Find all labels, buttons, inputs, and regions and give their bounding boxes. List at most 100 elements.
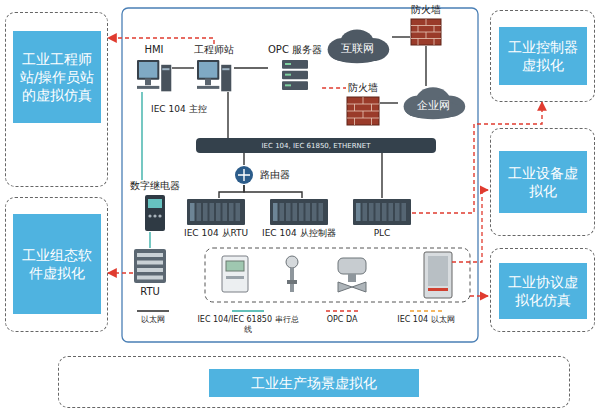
device-label: 路由器	[260, 169, 290, 181]
meter-key	[226, 276, 244, 279]
wall-body	[347, 97, 379, 125]
device-node: 数字继电器	[130, 180, 180, 232]
rack-module	[369, 203, 374, 221]
device-node: PLC	[352, 198, 412, 239]
connector	[172, 67, 194, 68]
meter-body	[222, 256, 248, 292]
label-panel: 工业设备虚拟化	[499, 151, 587, 213]
device-node: 防火墙	[346, 82, 380, 126]
legend-sample	[231, 307, 265, 315]
rtu-icon	[133, 248, 167, 284]
device-label: PLC	[374, 228, 391, 239]
rtu-body	[134, 249, 166, 283]
rack-module	[305, 203, 310, 221]
keyboard	[197, 86, 219, 89]
connector	[219, 185, 244, 198]
legend-item: OPC DA	[314, 307, 370, 325]
tower-slot	[162, 68, 169, 70]
rack-module	[389, 203, 394, 221]
rack-module	[395, 203, 400, 221]
device-label: 防火墙	[411, 4, 441, 16]
field-device-group	[205, 248, 470, 302]
device-node: 路由器	[232, 165, 290, 185]
rack-module	[190, 203, 195, 221]
virtualization-box: 工业组态软件虚拟化	[5, 197, 108, 332]
device-label: HMI	[144, 44, 163, 56]
wall-icon	[410, 18, 442, 46]
legend-label: OPC DA	[327, 315, 358, 325]
relay-screen	[148, 199, 162, 208]
legend-line	[410, 310, 442, 312]
relay-key	[148, 214, 151, 217]
tower-slot	[222, 68, 229, 70]
legend-line	[232, 310, 264, 312]
label-panel: 工业控制器虚拟化	[499, 27, 587, 85]
virtualization-arrow	[470, 295, 488, 296]
keyboard	[137, 86, 159, 89]
device-label: 数字继电器	[130, 180, 180, 192]
rack-module	[376, 203, 381, 221]
rtu-terminal-row	[137, 253, 163, 257]
connector	[244, 185, 302, 198]
rack-module	[210, 203, 215, 221]
brick-joint	[363, 97, 364, 104]
rack-module	[402, 203, 407, 221]
brick-joint	[354, 118, 355, 125]
brick-joint	[371, 104, 372, 111]
brick-joint	[354, 104, 355, 111]
rack-module	[223, 203, 228, 221]
connector	[243, 153, 244, 165]
virtualization-box: 工业控制器虚拟化	[490, 10, 595, 102]
device-node: RTU	[133, 248, 167, 298]
rack-icon	[352, 198, 412, 226]
monitor-stand	[205, 78, 211, 85]
cloud-lobe	[340, 29, 374, 55]
legend-sample	[136, 307, 170, 315]
connector	[149, 232, 150, 248]
box-label: 工业控制器虚拟化	[505, 38, 581, 74]
rack-body	[270, 199, 328, 225]
brick-joint	[434, 39, 435, 46]
box-label: 工业生产场景虚拟化	[251, 374, 377, 392]
virtualization-box: 工业协议虚拟化仿真	[490, 248, 595, 332]
connector	[108, 38, 214, 44]
rack-body	[187, 199, 245, 225]
label-panel: 工业组态软件虚拟化	[13, 214, 101, 314]
cloud-lobe	[416, 87, 450, 111]
wall-body	[411, 19, 441, 45]
legend-item: IEC 104 以太网	[388, 307, 464, 325]
brick-joint	[434, 26, 435, 33]
relay-key	[153, 214, 156, 217]
relay-icon	[144, 194, 166, 232]
connector	[234, 67, 268, 68]
legend-line	[326, 310, 358, 312]
rack-module	[286, 203, 291, 221]
monitor-stand	[145, 78, 151, 85]
legend-line	[137, 310, 169, 312]
virtualization-arrow	[452, 190, 488, 262]
network-cloud: 企业网	[398, 86, 468, 120]
rack-module	[356, 203, 361, 221]
legend-label: 以太网	[141, 315, 165, 325]
legend-sample	[325, 307, 359, 315]
bus-label: IEC 104, IEC 61850, ETHERNET	[262, 142, 371, 150]
rack-module	[273, 203, 278, 221]
monitor	[137, 60, 159, 80]
brick-joint	[363, 111, 364, 118]
cabinet-stripe	[428, 288, 448, 291]
sensor-device	[286, 256, 298, 292]
connector	[380, 102, 398, 103]
rack-module	[318, 203, 323, 221]
box-label: 工业设备虚拟化	[505, 164, 581, 200]
actuator-head	[338, 258, 366, 274]
rack-icon	[269, 198, 329, 226]
server-led	[285, 74, 291, 76]
virtualization-box: 工业生产场景虚拟化	[58, 356, 570, 408]
router-body	[235, 166, 253, 184]
virtualization-box: 工业设备虚拟化	[490, 128, 595, 236]
relay-body	[145, 195, 165, 231]
rtu-terminal-row	[137, 276, 163, 280]
connector	[227, 92, 228, 138]
rack-module	[382, 203, 387, 221]
